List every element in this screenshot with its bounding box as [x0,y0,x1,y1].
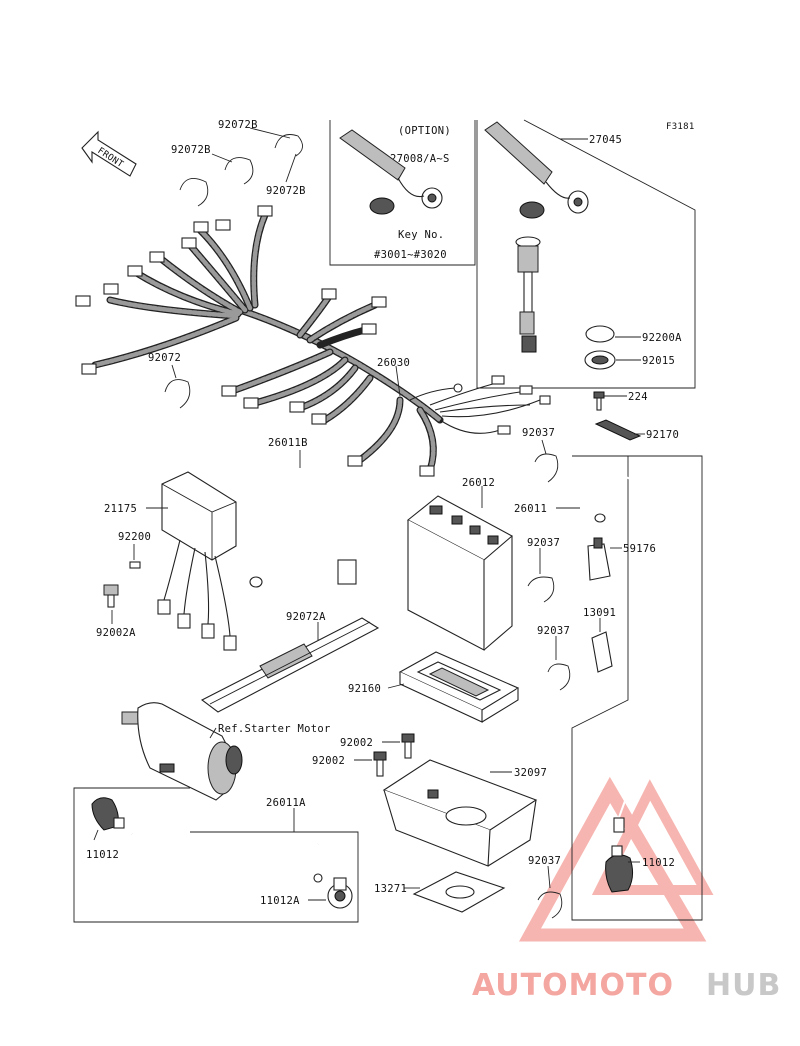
watermark-part1: AUTOMOTO [472,968,674,1003]
label-92002-b: 92002 [312,755,345,767]
boot-11012-b-icon [605,845,634,893]
fuse-13091-icon [591,631,613,673]
label-92072B-b: 92072B [171,144,211,156]
bolt-92002-a-icon [401,733,415,759]
label-92200A: 92200A [642,332,682,344]
label-27045: 27045 [589,134,622,146]
boot-11012-icon [91,797,125,831]
cdi-unit-21175-icon [157,471,237,651]
watermark-text: AUTOMOTO HUB [472,968,781,1003]
label-92037-c: 92037 [537,625,570,637]
figure-code: F3181 [666,122,695,132]
clamp-92037-a-icon [534,453,559,483]
label-92002A: 92002A [96,627,136,639]
label-224: 224 [628,391,648,403]
label-26012: 26012 [462,477,495,489]
starter-motor-icon [121,702,243,801]
watermark-part2: HUB [706,968,781,1003]
clamp-icons [164,134,303,409]
ignition-switch-icon [515,236,541,353]
label-92037-a: 92037 [522,427,555,439]
screw-224-icon [593,391,605,411]
cable-26011A-icon [131,833,323,888]
key-number-range: #3001~#3020 [374,249,447,261]
label-11012A: 11012A [260,895,300,907]
key-fob-icon [484,121,589,219]
option-title: (OPTION) [398,125,451,137]
label-13271: 13271 [374,883,407,895]
label-26011: 26011 [514,503,547,515]
clamp-92037-b-icon [527,576,555,603]
bolt-92002A-icon [103,584,119,608]
label-92072B-c: 92072B [266,185,306,197]
label-13091: 13091 [583,607,616,619]
label-21175: 21175 [104,503,137,515]
label-11012-b: 11012 [642,857,675,869]
cable-26011-icon [594,474,678,833]
clamp-92037-d-icon [537,891,563,919]
strap-92072A-icon [200,617,380,713]
option-key-fob-icon [339,129,443,215]
label-92170: 92170 [646,429,679,441]
cable-26011A-box [73,787,359,923]
ignition-box [476,119,696,389]
cable-26011-box [571,455,703,921]
battery-26012-icon [407,495,513,651]
label-92037-d: 92037 [528,855,561,867]
label-11012-a: 11012 [86,849,119,861]
label-92160: 92160 [348,683,381,695]
option-part-number: 27008/A~S [390,153,450,165]
tray-32097-icon [382,759,538,867]
watermark-logo [518,776,714,942]
clamp-92037-c-icon [547,663,571,691]
label-92002-a: 92002 [340,737,373,749]
washer-92200-icon [129,561,141,569]
key-number-label: Key No. [398,229,444,241]
front-arrow-icon [81,130,137,177]
label-26011B: 26011B [268,437,308,449]
label-92200: 92200 [118,531,151,543]
boot-11012A-icon [327,877,353,909]
label-92072: 92072 [148,352,181,364]
label-92072A: 92072A [286,611,326,623]
label-92072B-a: 92072B [218,119,258,131]
pad-92170-icon [594,419,642,441]
label-92037-b: 92037 [527,537,560,549]
label-32097: 32097 [514,767,547,779]
label-26030: 26030 [377,357,410,369]
label-59176: 59176 [623,543,656,555]
bolt-92002-b-icon [373,751,387,777]
plate-13271-icon [412,871,506,913]
starter-motor-ref: Ref.Starter Motor [218,723,331,735]
main-harness-icon [75,205,551,477]
battery-case-92160-icon [398,651,520,723]
nut-hole-icon [591,355,609,365]
label-26011A: 26011A [266,797,306,809]
terminal-cover-59176-icon [587,537,611,581]
washer-92200A-icon [585,325,615,343]
cable-26011B-icon [249,456,357,588]
option-box [329,120,476,266]
label-92015: 92015 [642,355,675,367]
